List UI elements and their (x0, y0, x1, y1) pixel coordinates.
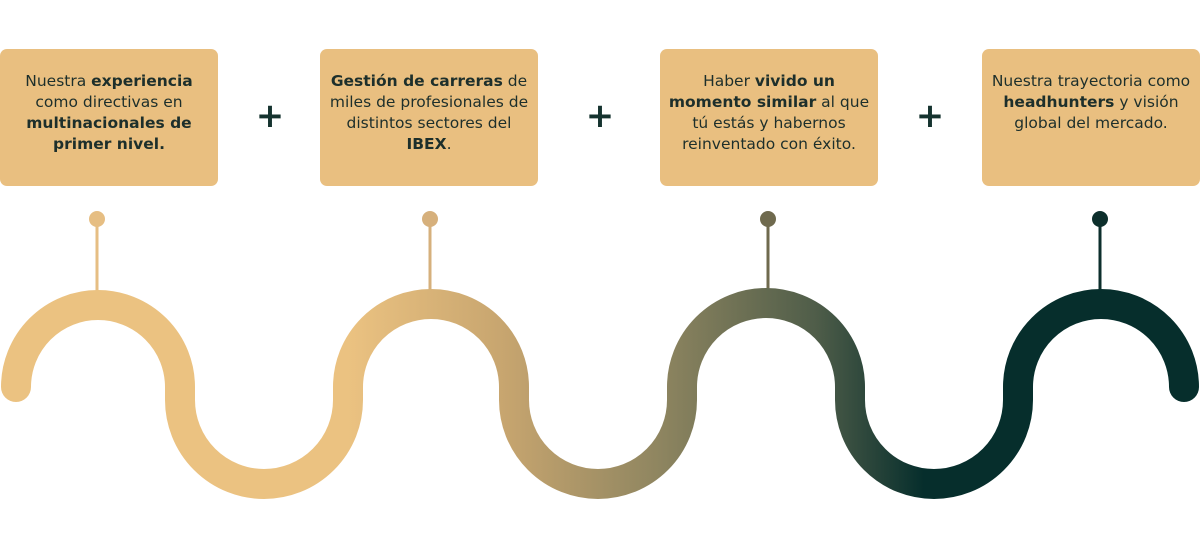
plus-separator: + (915, 96, 945, 136)
card-text-regular: de miles de profesionales de distintos s… (329, 72, 529, 132)
plus-separator: + (255, 96, 285, 136)
card-text: Nuestra trayectoria como headhunters y v… (992, 72, 1190, 132)
plus-separator: + (585, 96, 615, 136)
pin-dot (422, 211, 438, 227)
card-text: Gestión de carreras de miles de profesio… (330, 72, 528, 153)
card-gestion-carreras: Gestión de carreras de miles de profesio… (320, 49, 538, 186)
card-text-regular: . (446, 135, 452, 153)
wave-path (1, 288, 1199, 499)
pin-dot (89, 211, 105, 227)
card-text-regular: al que tú estás y habernos reinventado c… (682, 93, 870, 153)
card-text-bold: headhunters (1003, 93, 1115, 111)
card-text: Haber vivido un momento similar al que t… (669, 72, 869, 153)
card-text-regular: Nuestra trayectoria como (991, 72, 1191, 90)
pin-dot (1092, 211, 1108, 227)
card-text-bold: IBEX (406, 135, 447, 153)
card-text-bold: experiencia (91, 72, 193, 90)
card-text-regular: Nuestra (25, 72, 92, 90)
card-text-regular: como directivas en (35, 93, 183, 111)
card-vivido-momento: Haber vivido un momento similar al que t… (660, 49, 878, 186)
card-text-regular: Haber (703, 72, 755, 90)
card-experiencia: Nuestra experiencia como directivas en m… (0, 49, 218, 186)
card-text-bold: vivido un momento similar (668, 72, 835, 111)
card-text-bold: multinacionales de primer nivel. (26, 114, 192, 153)
card-trayectoria-headhunters: Nuestra trayectoria como headhunters y v… (982, 49, 1200, 186)
card-text: Nuestra experiencia como directivas en m… (25, 72, 193, 153)
card-text-regular: y visión global del mercado. (1014, 93, 1179, 132)
card-text-bold: Gestión de carreras (330, 72, 503, 90)
pin-dot (760, 211, 776, 227)
